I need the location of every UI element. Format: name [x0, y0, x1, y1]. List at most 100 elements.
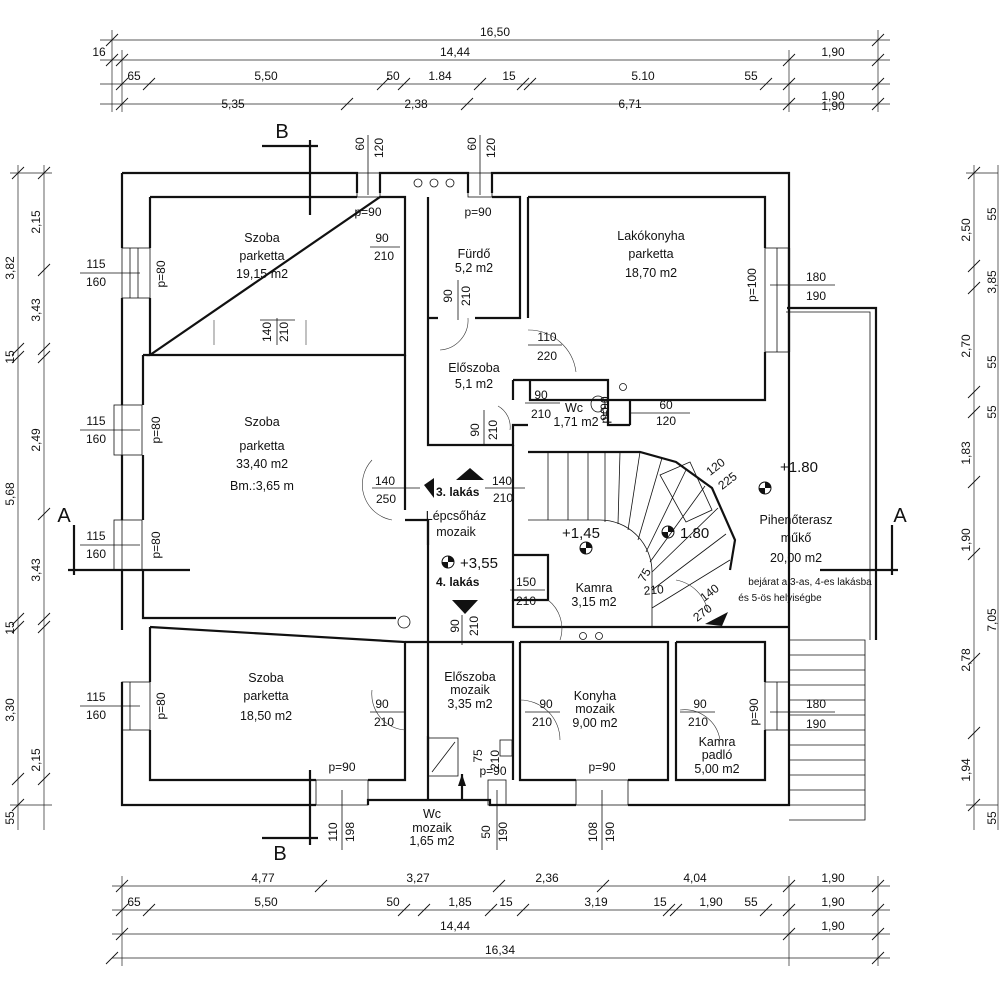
w6-sill: p=90: [747, 698, 761, 725]
level-180a: 1.80: [680, 525, 709, 542]
w-b3-width: 108: [586, 822, 600, 842]
w1-width: 115: [86, 257, 105, 271]
d-wc2-height: 210: [488, 750, 502, 770]
dim-bot-r3-1: 1,90: [821, 919, 845, 933]
dim-top-total: 16,50: [480, 25, 510, 39]
dim-left-i0: 2,15: [29, 210, 43, 234]
special-labels: 3. lakás 4. lakás +3,55 +1,45 1.80 +1.80…: [436, 459, 872, 604]
d-lepcso-width: 140: [492, 474, 512, 488]
w1-height: 160: [86, 275, 106, 289]
lakokonyha-area: 18,70 m2: [625, 266, 677, 280]
dim-bot-r3-0: 14,44: [440, 919, 470, 933]
w2-sill: p=80: [149, 416, 163, 443]
konyha-area: 9,00 m2: [572, 716, 617, 730]
eloszoba2-area: 3,35 m2: [447, 697, 492, 711]
dim-top-r3-6: 55: [744, 69, 758, 83]
dim-left-i4: 2,15: [29, 748, 43, 772]
dim-left-i1: 3,43: [29, 298, 43, 322]
d-konyha-width: 90: [539, 697, 553, 711]
eloszoba2-name: Előszoba: [444, 670, 495, 684]
dim-bot-r2-1: 5,50: [254, 895, 278, 909]
section-lines: B B A A: [57, 121, 907, 865]
dim-right-i6: 1,94: [959, 758, 973, 782]
w-b1-sill: p=90: [328, 760, 355, 774]
section-b-bottom: B: [273, 843, 286, 865]
d-terasz2-width: 140: [697, 581, 722, 605]
level-180b: +1.80: [780, 459, 818, 476]
entrance-note-1: bejárat a 3-as, 4-es lakásba: [748, 577, 872, 588]
w5-sill: p=100: [745, 268, 759, 302]
eloszoba1-area: 5,1 m2: [455, 377, 493, 391]
w-top1-sill: p=90: [354, 205, 381, 219]
d-lakok-width: 110: [537, 330, 556, 344]
dim-right-o0: 3,85: [985, 270, 999, 294]
lepcsohaz-name: Lépcsőház: [426, 509, 486, 523]
d-furdo-width: 90: [375, 231, 389, 245]
dim-top-r4-1: 2,38: [404, 97, 428, 111]
szoba1-floor: parketta: [239, 249, 284, 263]
kamra1-name: Kamra: [576, 581, 613, 595]
dim-bot-r1-1: 3,27: [406, 871, 430, 885]
szoba3-floor: parketta: [243, 689, 288, 703]
dim-left-i3: 3,43: [29, 558, 43, 582]
d-kamra2-width: 90: [693, 697, 707, 711]
dim-left-o4: 3,30: [3, 698, 17, 722]
d-lepcso-height: 210: [493, 491, 513, 505]
dim-left-o5: 55: [3, 811, 17, 825]
dim-bot-r2-2: 50: [386, 895, 400, 909]
szoba2-floor: parketta: [239, 439, 284, 453]
left-dimension-lines: 3,82 15 5,68 15 3,30 55 2,15 3,43 2,49 3…: [3, 165, 52, 830]
szoba2-area: 33,40 m2: [236, 457, 288, 471]
w-top1-width: 60: [353, 137, 367, 151]
w-top2-sill: p=90: [464, 205, 491, 219]
w3-width: 115: [86, 529, 105, 543]
d-elo-height: 210: [486, 420, 500, 440]
szoba2-extra: Bm.:3,65 m: [230, 479, 294, 493]
wc1-area: 1,71 m2: [553, 415, 598, 429]
d-elo-width: 90: [468, 423, 482, 437]
dim-right-i5: 2,78: [959, 648, 973, 672]
room-labels: Szoba parketta 19,15 m2 Szoba parketta 3…: [230, 229, 832, 848]
level-markers: [441, 481, 772, 569]
d-kamra-b-height: 210: [643, 582, 664, 598]
door-swings: [213, 317, 721, 741]
dim-left-o0: 3,82: [3, 256, 17, 280]
section-b-top: B: [275, 121, 288, 143]
w3-sill: p=80: [149, 531, 163, 558]
d-kamra2-height: 210: [688, 715, 708, 729]
door-labels: 140 210 90 210 90 210 110 220 90 210 90 …: [260, 231, 740, 770]
furdo-name: Fürdő: [458, 247, 491, 261]
dim-right-o3: 7,05: [985, 608, 999, 632]
d-furdo2-height: 210: [459, 286, 473, 306]
pihenoterasz-area: 20,00 m2: [770, 551, 822, 565]
dim-left-o2: 5,68: [3, 482, 17, 506]
dim-bot-r2-4: 15: [499, 895, 513, 909]
dim-bot-r2-7: 1,90: [699, 895, 723, 909]
szoba3-area: 18,50 m2: [240, 709, 292, 723]
dim-top-r2-0: 16: [92, 45, 106, 59]
konyha-name: Konyha: [574, 689, 616, 703]
w-b1-width: 110: [326, 822, 340, 841]
d-szoba-height: 210: [277, 322, 291, 342]
d-wc-height: 210: [531, 407, 551, 421]
dim-left-o3: 15: [3, 621, 17, 635]
w-top2-width: 60: [465, 137, 479, 151]
szoba2-name: Szoba: [244, 415, 279, 429]
dim-bot-r2-5: 3,19: [584, 895, 608, 909]
w-b2-height: 190: [496, 822, 510, 842]
wc2-floor: mozaik: [412, 821, 452, 835]
window-labels: 115 160 p=80 115 160 p=80 115 160 p=80 1…: [80, 135, 835, 850]
w1-sill: p=80: [154, 260, 168, 287]
w4-width: 115: [86, 690, 105, 704]
w-b3-sill: p=90: [588, 760, 615, 774]
w-b3-height: 190: [603, 822, 617, 842]
dim-right-o4: 55: [985, 811, 999, 825]
w-b2-width: 50: [479, 825, 493, 839]
w-wc1-width: 60: [659, 398, 673, 412]
dim-bot-r2-0: 65: [127, 895, 141, 909]
lakokonyha-floor: parketta: [628, 247, 673, 261]
lepcsohaz-floor: mozaik: [436, 525, 476, 539]
dim-right-o2: 1,90: [959, 528, 973, 552]
szoba3-name: Szoba: [248, 671, 283, 685]
